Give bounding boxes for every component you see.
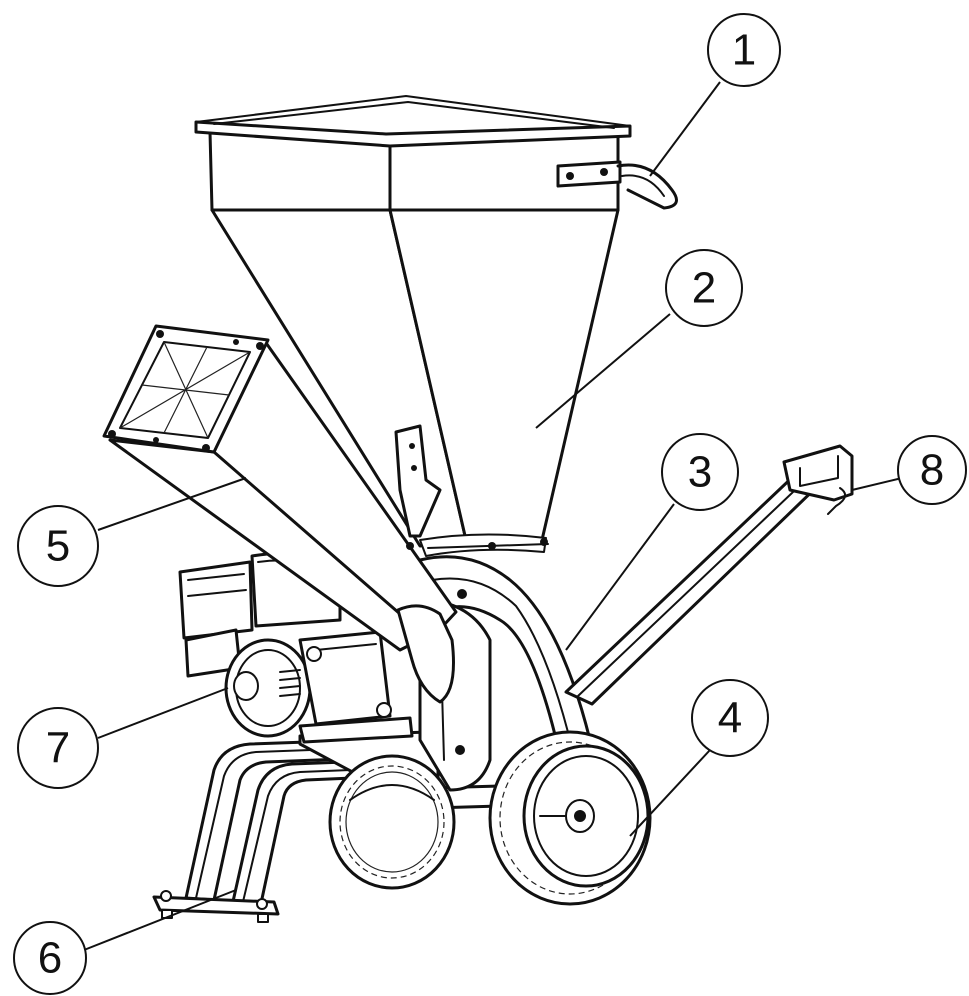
callout-1-label: 1 (732, 26, 756, 75)
leader-5 (97, 477, 247, 531)
callout-7: 7 (17, 707, 99, 789)
callout-1: 1 (707, 13, 781, 87)
leader-2 (535, 313, 671, 429)
callout-5: 5 (17, 505, 99, 587)
callout-3: 3 (661, 433, 739, 511)
leader-4 (629, 749, 711, 837)
callout-6-label: 6 (38, 934, 62, 983)
tow-bar (564, 444, 854, 706)
discharge-chute (102, 324, 458, 704)
leader-8 (851, 477, 903, 491)
callout-4-label: 4 (718, 694, 742, 743)
leader-1 (649, 81, 721, 177)
callout-2-label: 2 (692, 264, 716, 313)
front-wheel (488, 730, 652, 906)
callout-8-label: 8 (920, 446, 944, 495)
callout-2: 2 (665, 249, 743, 327)
rear-wheel (328, 754, 456, 890)
leader-7 (97, 687, 229, 739)
leader-6 (83, 889, 237, 951)
callout-7-label: 7 (46, 724, 70, 773)
hopper (194, 95, 632, 557)
hopper-handle (556, 160, 678, 210)
callout-4: 4 (691, 679, 769, 757)
leader-3 (565, 503, 675, 651)
callout-8: 8 (897, 435, 967, 505)
callout-5-label: 5 (46, 522, 70, 571)
callout-3-label: 3 (688, 448, 712, 497)
leader-lines (83, 81, 903, 951)
callout-6: 6 (13, 921, 87, 995)
